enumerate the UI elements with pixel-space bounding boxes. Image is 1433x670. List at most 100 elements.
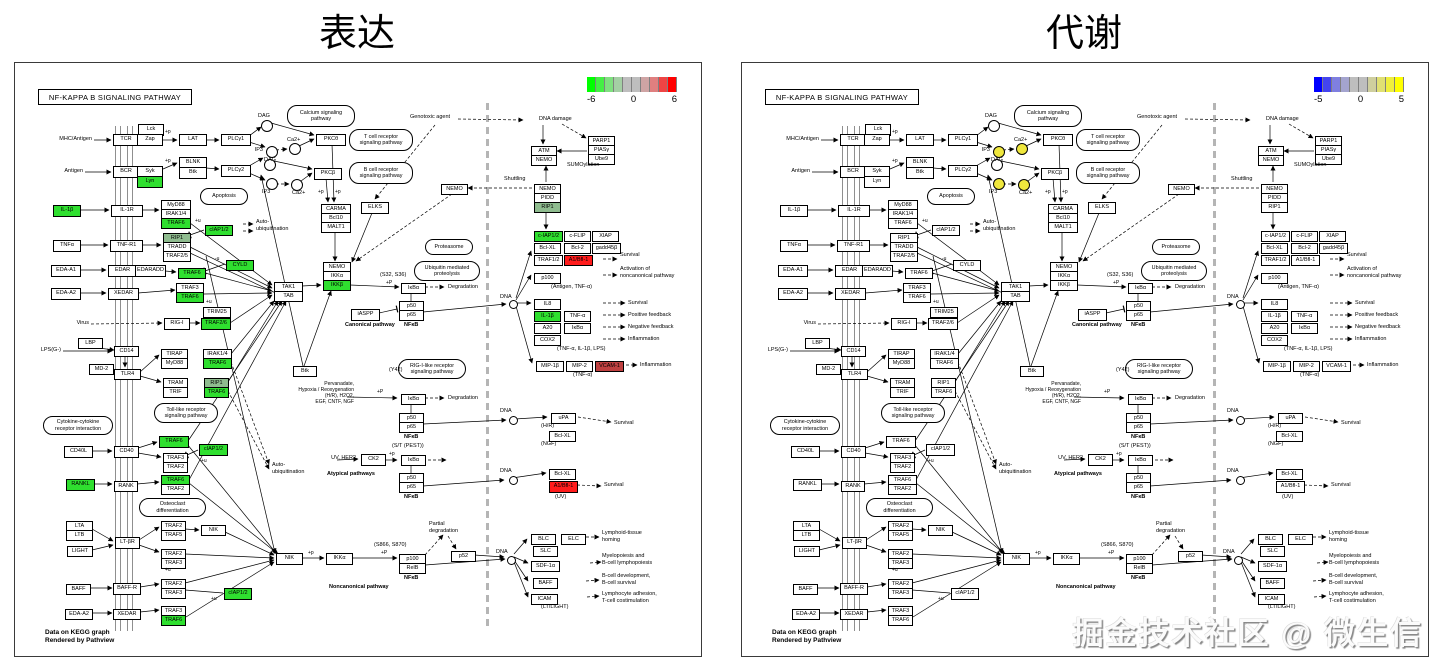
- node-blc: BLC: [531, 534, 556, 545]
- node-rip1b: RIP1: [534, 202, 561, 213]
- node-trim25: TRIM25: [203, 307, 231, 318]
- node-plcg1: PLCγ1: [221, 134, 251, 146]
- node-lyn: Lyn: [864, 176, 890, 188]
- watermark: 掘金技术社区 @ 微生信: [1072, 616, 1423, 651]
- compound-circle-dag2: [264, 159, 276, 171]
- compound-circle-ca2: [1018, 179, 1030, 191]
- compound-circle-dna2: [508, 415, 518, 425]
- diagram-label: IP3: [262, 189, 271, 195]
- node-trim25: TRIM25: [930, 307, 958, 318]
- diagram-label: IP3: [981, 147, 990, 153]
- diagram-label: DNA: [1227, 408, 1239, 414]
- node-slc: SLC: [1260, 546, 1285, 557]
- node-cd14: CD14: [114, 346, 139, 357]
- diagram-label: (S32, S36): [380, 272, 407, 278]
- diagram-label: NFκB: [1131, 575, 1146, 581]
- node-traf2b: TRAF2: [163, 462, 188, 473]
- pathway-edges: [63, 117, 638, 618]
- diagram-label: (S/T (PEST)): [392, 443, 424, 449]
- nuclear-membrane-dashed-line: [1213, 103, 1216, 631]
- color-key-cell: [614, 77, 623, 92]
- node-tnfa: TNFα: [53, 240, 81, 252]
- node-e-prot: Proteasome: [1152, 239, 1200, 255]
- node-traf6c: TRAF6: [176, 292, 204, 303]
- color-key-tick-label: 5: [1398, 94, 1404, 105]
- diagram-label: Atypical pathways: [1054, 471, 1102, 477]
- node-p65b: p65: [1126, 422, 1151, 433]
- diagram-label: NFκB: [1131, 434, 1146, 440]
- node-elks: ELKS: [1088, 202, 1116, 214]
- node-e-ost: Osteoclast differentiation: [866, 498, 933, 517]
- diagram-label: +P: [1104, 389, 1111, 395]
- diagram-label: Degradation: [1175, 284, 1205, 290]
- node-tcr: TCR: [113, 134, 139, 146]
- diagram-label: Ca2+: [1014, 137, 1028, 143]
- color-key-cell: [623, 77, 632, 92]
- node-ikba1: IκBα: [401, 283, 426, 294]
- node-traf6e: TRAF6: [931, 387, 956, 398]
- node-mip2: MIP-2: [566, 361, 593, 372]
- node-tnfr1: TNF-R1: [837, 240, 870, 252]
- compound-circle-dna4: [1233, 555, 1243, 565]
- node-cd40: CD40: [114, 446, 139, 458]
- node-bclxl1: Bcl-XL: [534, 243, 561, 254]
- diagram-label: Lymphoid-tissue homing: [1329, 530, 1369, 543]
- node-cyld: CYLD: [226, 260, 254, 271]
- node-vcam1: VCAM-1: [595, 361, 624, 372]
- node-btk3: Btk: [1020, 366, 1044, 377]
- credit-line-2: Rendered by Pathview: [772, 637, 842, 644]
- node-traf6h: TRAF6: [161, 615, 186, 626]
- node-traf26: TRAF2/6: [928, 318, 958, 330]
- diagram-label: Lymphocyte adhesion, T-cell costimulatio…: [602, 591, 657, 604]
- node-lat: LAT: [906, 134, 934, 146]
- diagram-label: DNA damage: [1266, 116, 1299, 122]
- diagram-label: +P: [381, 550, 388, 556]
- node-e-cyt: Cytokine-cytokine receptor interaction: [43, 416, 113, 435]
- diagram-label: Virus: [76, 320, 89, 326]
- pathway-title-box: NF-KAPPA B SIGNALING PATHWAY: [765, 89, 919, 105]
- node-ciap12o: c-IAP1/2: [534, 231, 563, 242]
- node-e-tcr: T cell receptor signaling pathway: [349, 129, 413, 151]
- diagram-label: Shuttling: [504, 176, 526, 182]
- diagram-label: UV, HER2: [1058, 455, 1083, 461]
- diagram-label: SUMOylation: [1294, 162, 1327, 168]
- node-p100a: p100: [534, 273, 561, 284]
- node-bclxl3: Bcl-XL: [1276, 469, 1303, 480]
- node-tlr4: TLR4: [114, 369, 141, 380]
- node-tnfa: TNFα: [780, 240, 808, 252]
- compound-circle-ip31: [993, 146, 1005, 158]
- diagram-label: Degradation: [448, 395, 478, 401]
- node-icam: ICAM: [531, 594, 558, 605]
- node-bcr: BCR: [840, 166, 866, 178]
- diagram-label: +u: [892, 567, 898, 573]
- diagram-label: B-cell development, B-cell survival: [602, 573, 651, 586]
- node-lyn: Lyn: [137, 176, 163, 188]
- diagram-label: Negative feedback: [628, 324, 674, 330]
- diagram-label: +P: [1108, 550, 1115, 556]
- node-tnfao: TNF-α: [1291, 311, 1318, 322]
- diagram-label: NFκB: [404, 322, 419, 328]
- node-rankl: RANKL: [66, 479, 95, 491]
- color-key-cell: [659, 77, 668, 92]
- node-ciap12b: cIAP1/2: [926, 444, 955, 456]
- compound-circle-dna1: [508, 299, 518, 309]
- node-p65a: p65: [399, 310, 424, 321]
- node-traf6a: TRAF6: [161, 218, 191, 229]
- node-gadd45: gadd45β: [592, 243, 621, 254]
- diagram-label: (H/R): [541, 423, 555, 429]
- node-traf6c: TRAF6: [903, 292, 931, 303]
- node-ikbao: IκBα: [1291, 323, 1318, 334]
- node-traf26: TRAF2/6: [201, 318, 231, 330]
- compound-circle-ip31: [266, 146, 278, 158]
- node-il8: IL8: [534, 299, 561, 310]
- node-e-prot: Proteasome: [425, 239, 473, 255]
- diagram-label: +u: [206, 299, 212, 305]
- node-ciap12c: cIAP1/2: [951, 588, 979, 600]
- node-e-toll: Toll-like receptor signaling pathway: [154, 403, 218, 423]
- credit-line-2: Rendered by Pathview: [45, 637, 115, 644]
- diagram-label: +p: [335, 189, 341, 195]
- node-traf6f: TRAF6: [159, 436, 189, 448]
- pathway-title-box: NF-KAPPA B SIGNALING PATHWAY: [38, 89, 192, 105]
